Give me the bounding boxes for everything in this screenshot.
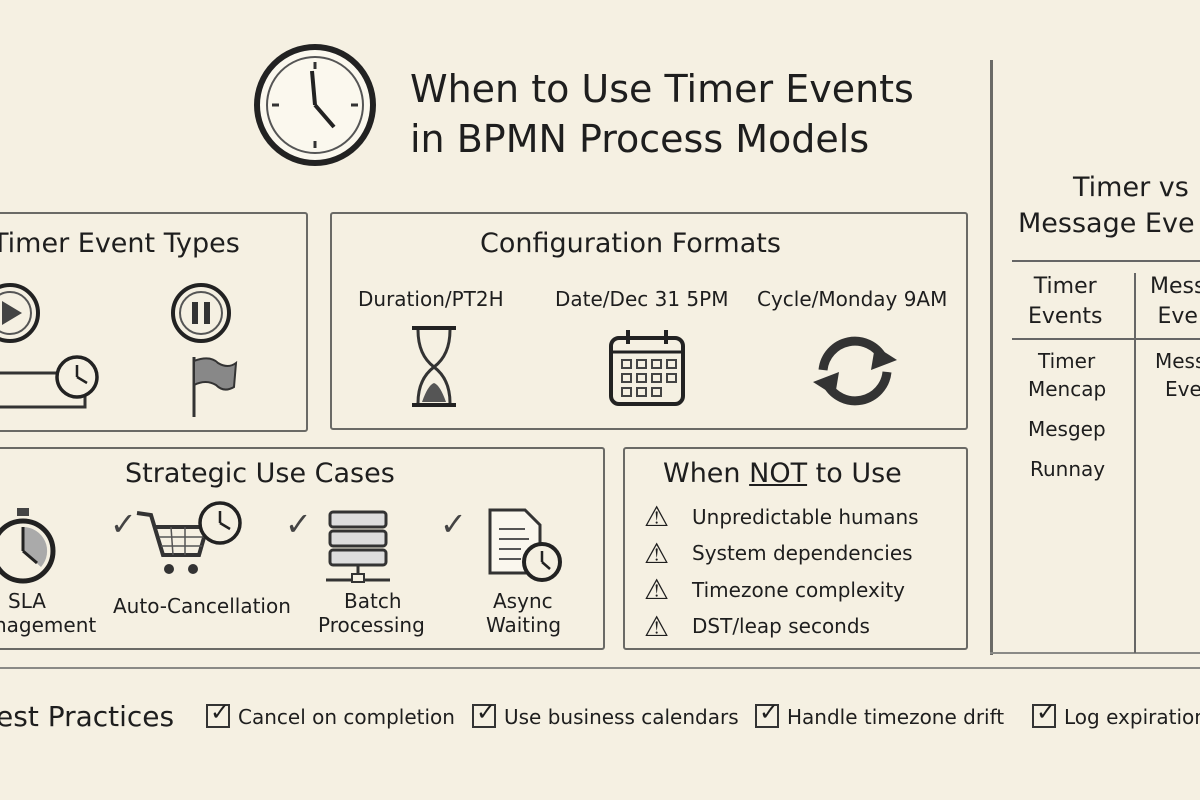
- header-text: Events: [1028, 304, 1103, 329]
- table-cell: Mesgep: [1028, 417, 1106, 441]
- heading-text: When: [663, 458, 750, 489]
- format-cycle-label: Cycle/Monday 9AM: [757, 287, 948, 311]
- checkbox-icon: [755, 698, 779, 728]
- table-rule: [1012, 338, 1200, 340]
- heading-emphasis: NOT: [749, 458, 808, 489]
- clock-icon: [254, 44, 376, 166]
- when-not-heading: When NOT to Use: [663, 458, 902, 489]
- use-case-auto-cancellation: Auto-Cancellation: [113, 594, 291, 618]
- timer-event-types-panel: [0, 212, 308, 432]
- strategic-use-cases-heading: Strategic Use Cases: [125, 458, 395, 489]
- hourglass-icon: [412, 326, 456, 407]
- table-cell: Mencap: [1028, 377, 1107, 401]
- header-text: Mess: [1150, 274, 1200, 299]
- when-not-panel: [623, 447, 968, 650]
- best-practice-item: Handle timezone drift: [755, 698, 1005, 729]
- best-practice-label: Log expiration: [1064, 705, 1200, 729]
- intermediate-timer-icon: [171, 283, 231, 343]
- use-case-sla-line2: nagement: [0, 613, 97, 637]
- page-title-line2: in BPMN Process Models: [410, 117, 870, 161]
- when-not-item: Timezone complexity: [692, 578, 906, 602]
- checkbox-icon: [206, 698, 230, 728]
- server-icon: [326, 510, 390, 583]
- use-case-batch-line1: Batch: [344, 589, 402, 613]
- configuration-formats-panel: [330, 212, 968, 430]
- header-text: Eve: [1157, 304, 1198, 329]
- use-case-async-line2: Waiting: [486, 613, 562, 637]
- best-practices-rule: [0, 667, 1200, 669]
- best-practices-heading: est Practices: [0, 700, 175, 733]
- configuration-formats-heading: Configuration Formats: [480, 228, 781, 259]
- strategic-use-cases-panel: [0, 447, 605, 650]
- use-case-sla-line1: SLA: [8, 589, 46, 613]
- warning-icon: ⚠: [644, 500, 670, 533]
- boundary-timer-icon: [0, 355, 99, 409]
- comparison-bottom-line: [990, 652, 1200, 654]
- use-case-batch-line2: Processing: [318, 613, 425, 637]
- format-date-label: Date/Dec 31 5PM: [555, 287, 729, 311]
- header-text: Timer: [1033, 274, 1097, 299]
- best-practice-label: Cancel on completion: [238, 705, 455, 729]
- cycle-arrows-icon: [813, 336, 897, 406]
- timer-event-types-heading: Timer Event Types: [0, 228, 240, 259]
- end-flag-icon: [192, 357, 238, 417]
- when-not-item: System dependencies: [692, 541, 913, 565]
- best-practice-item: Use business calendars: [472, 698, 739, 729]
- check-mark-icon: ✓: [110, 505, 137, 543]
- document-clock-icon: [488, 508, 562, 582]
- warning-icon: ⚠: [644, 573, 670, 606]
- check-mark-icon: ✓: [285, 505, 312, 543]
- format-duration-label: Duration/PT2H: [358, 287, 504, 311]
- stopwatch-icon: [0, 508, 56, 584]
- heading-text: to Use: [807, 458, 902, 489]
- comparison-heading-line2: Message Eve: [1018, 208, 1195, 239]
- when-not-item: DST/leap seconds: [692, 614, 870, 638]
- start-timer-icon: [0, 283, 40, 343]
- use-case-async-line1: Async: [493, 589, 553, 613]
- warning-icon: ⚠: [644, 610, 670, 643]
- best-practice-item: Cancel on completion: [206, 698, 455, 729]
- best-practice-item: Log expiration: [1032, 698, 1200, 729]
- check-mark-icon: ✓: [440, 505, 467, 543]
- table-cell: Timer: [1038, 349, 1096, 373]
- checkbox-icon: [472, 698, 496, 728]
- checkbox-icon: [1032, 698, 1056, 728]
- warning-icon: ⚠: [644, 537, 670, 570]
- table-rule: [1012, 260, 1200, 262]
- page-title-line1: When to Use Timer Events: [410, 67, 914, 111]
- when-not-item: Unpredictable humans: [692, 505, 919, 529]
- comparison-divider: [990, 60, 993, 655]
- best-practice-label: Handle timezone drift: [787, 705, 1005, 729]
- cart-clock-icon: [136, 501, 242, 574]
- comparison-heading-line1: Timer vs: [1073, 172, 1189, 203]
- table-column-divider: [1134, 273, 1136, 653]
- best-practice-label: Use business calendars: [504, 705, 739, 729]
- table-cell: Runnay: [1030, 457, 1106, 481]
- calendar-icon: [609, 330, 685, 406]
- table-cell: Eve: [1165, 377, 1200, 401]
- table-cell: Mess: [1155, 349, 1200, 373]
